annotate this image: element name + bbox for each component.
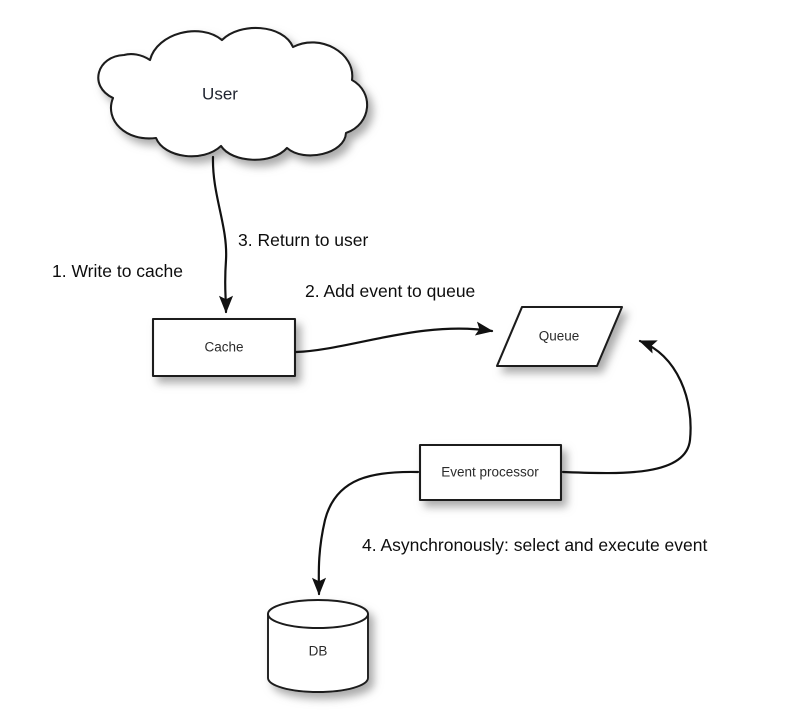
node-event-processor[interactable]: Event processor <box>418 443 563 502</box>
edge-user-to-cache <box>211 155 234 314</box>
node-event-processor-label: Event processor <box>441 465 539 480</box>
edge-event-processor-to-db <box>311 470 420 596</box>
step-label-3: 3. Return to user <box>238 230 369 250</box>
node-db[interactable]: DB <box>267 599 369 693</box>
node-user[interactable]: User <box>97 27 369 161</box>
node-queue-label: Queue <box>539 329 580 344</box>
node-cache[interactable]: Cache <box>151 317 297 378</box>
node-cache-label: Cache <box>204 340 243 355</box>
step-label-4: 4. Asynchronously: select and execute ev… <box>362 535 707 555</box>
edge-event-processor-to-queue <box>561 339 692 475</box>
node-queue[interactable]: Queue <box>495 305 624 368</box>
node-db-label: DB <box>309 644 328 659</box>
node-user-label: User <box>202 84 238 103</box>
edge-cache-to-queue <box>294 321 494 354</box>
step-label-2: 2. Add event to queue <box>305 281 475 301</box>
step-label-1: 1. Write to cache <box>52 261 183 281</box>
